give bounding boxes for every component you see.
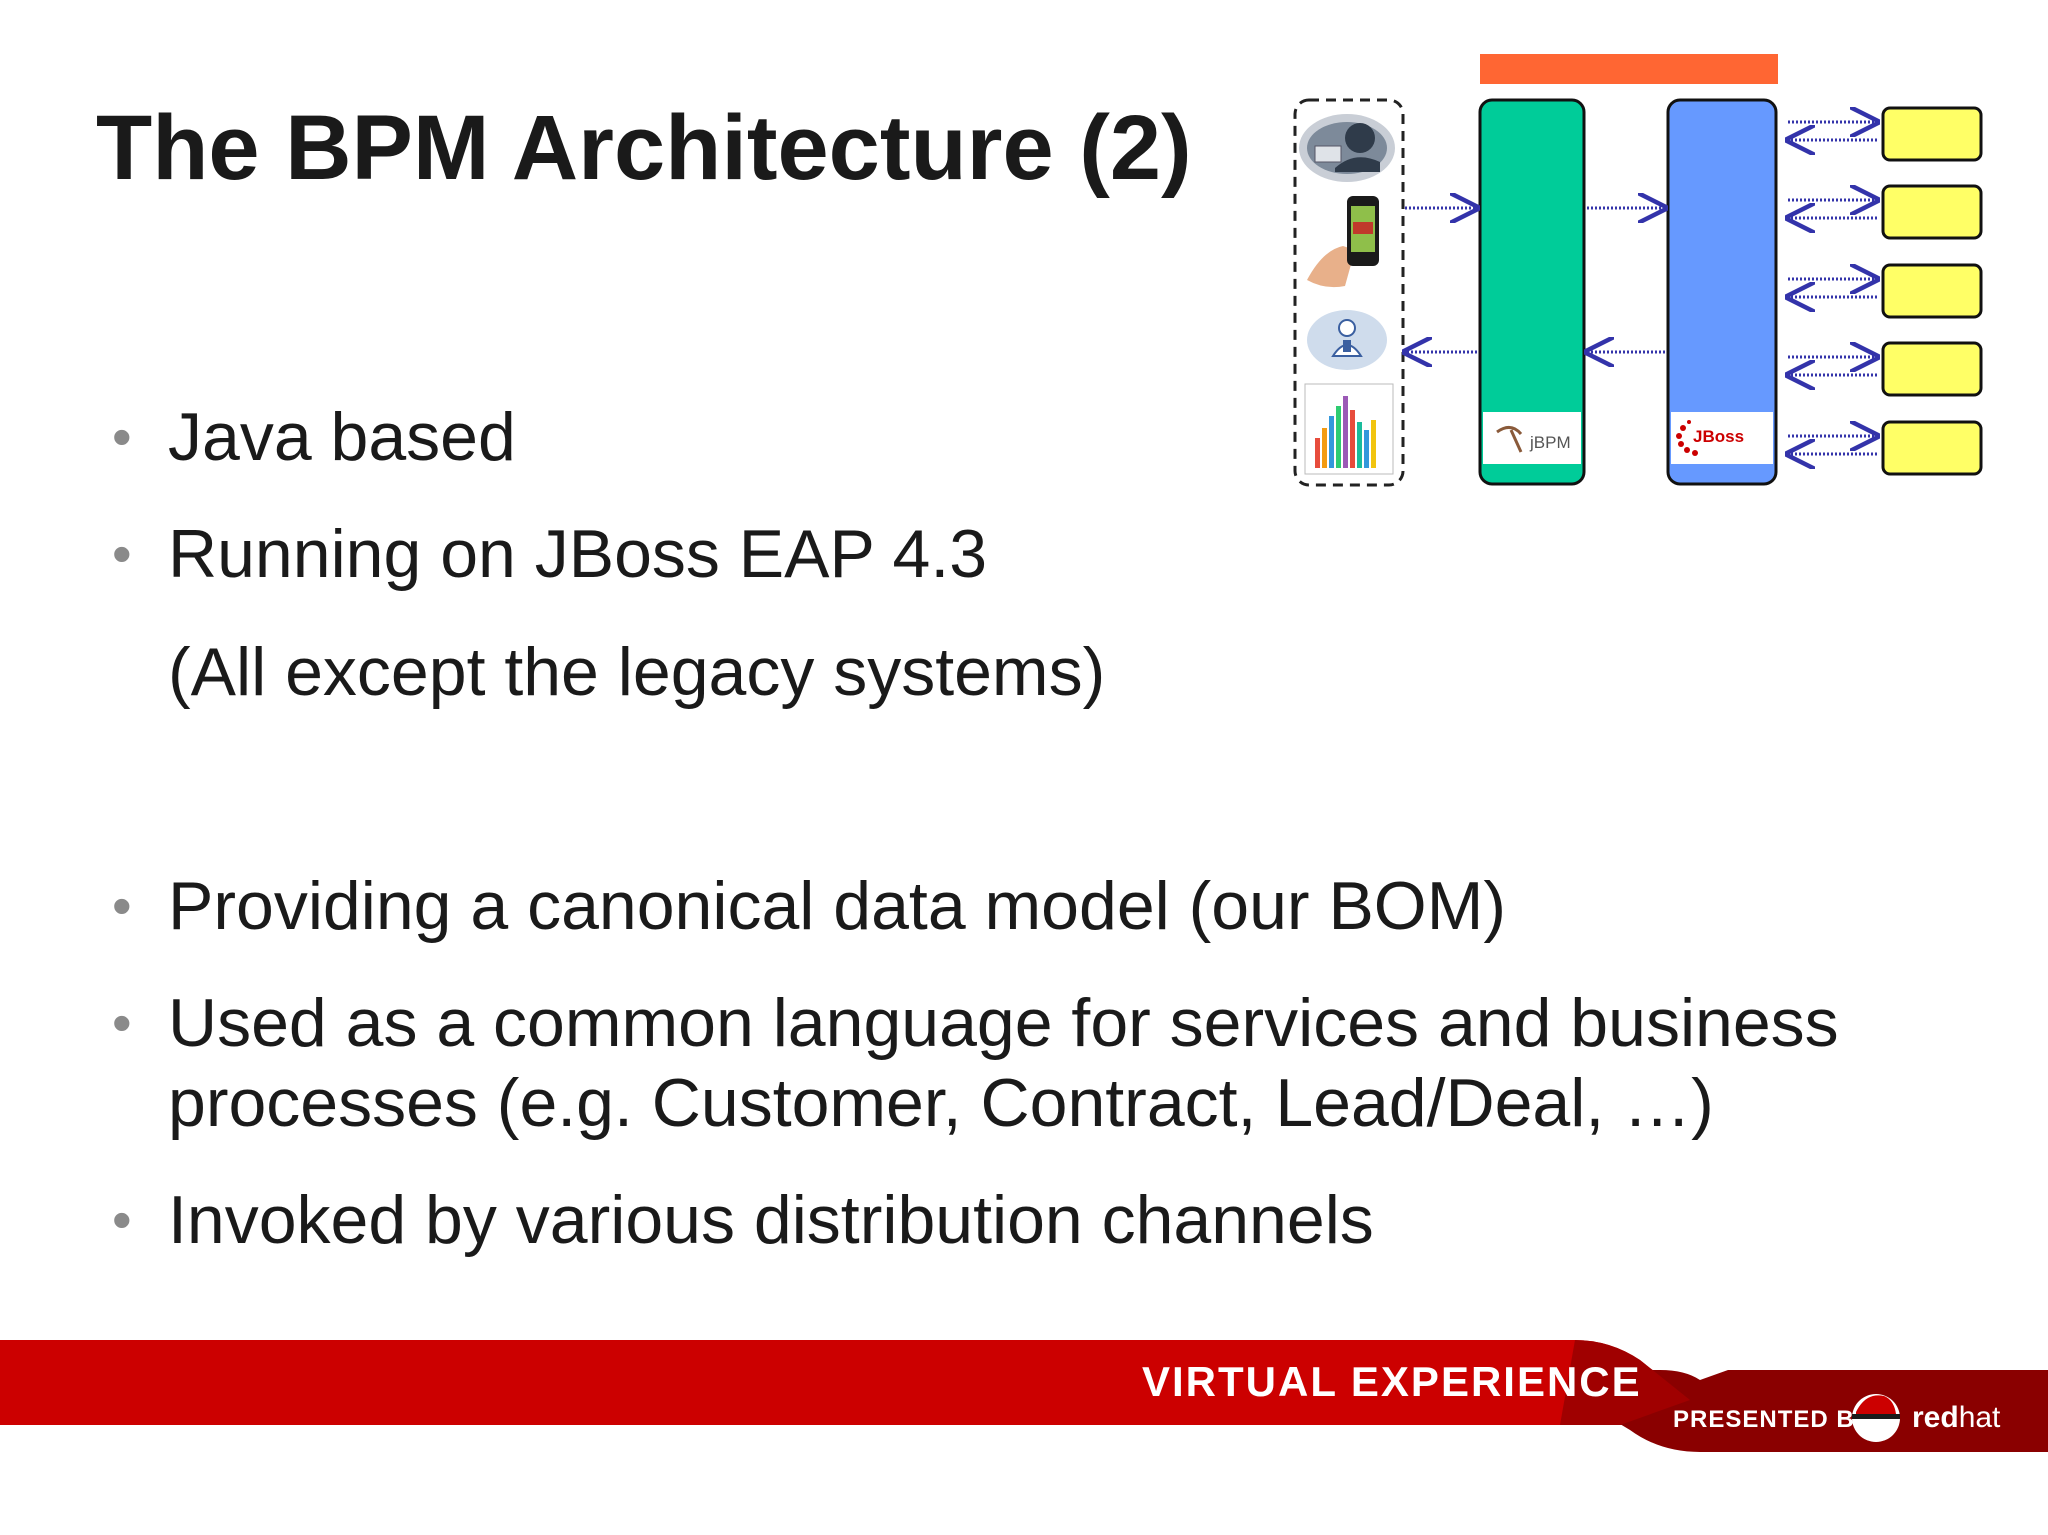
slide-title: The BPM Architecture (2) [96, 97, 1192, 199]
channel-group-box [1293, 98, 1405, 487]
bullet-dot-icon: • [112, 874, 132, 937]
bullet-item: • Java based [112, 397, 516, 477]
legacy-system-4 [1788, 341, 1983, 397]
redhat-red-text: red [1912, 1401, 1959, 1434]
call-center-icon [1299, 114, 1395, 182]
bullet-item: • Providing a canonical data model (our … [112, 866, 1506, 946]
bullet-dot-icon: • [112, 405, 132, 468]
jbpm-logo-icon [1496, 426, 1523, 453]
redhat-logo-text: redhat [1912, 1401, 2001, 1434]
architecture-diagram: jBPM JBoss [1285, 50, 1985, 490]
jboss-logo-icon [1676, 420, 1698, 456]
bullet-text: Providing a canonical data model (our BO… [168, 868, 1506, 944]
jboss-column [1666, 98, 1778, 486]
jbpm-column [1478, 98, 1586, 486]
orange-top-bar [1480, 54, 1778, 84]
bullet-continuation: (All except the legacy systems) [168, 632, 1105, 712]
jboss-label: JBoss [1693, 427, 1744, 446]
bullet-dot-icon: • [112, 991, 132, 1054]
bullet-item: • Invoked by various distribution channe… [112, 1180, 1374, 1260]
bullet-dot-icon: • [112, 1188, 132, 1251]
jbpm-label: jBPM [1529, 433, 1571, 452]
jbpm-logo-panel [1483, 412, 1581, 464]
bullet-item: • Used as a common language for services… [112, 983, 1839, 1063]
redhat-hat-text: hat [1959, 1401, 2001, 1434]
virtual-experience-label: VIRTUAL EXPERIENCE [1142, 1358, 1642, 1405]
bullet-text: Running on JBoss EAP 4.3 [168, 516, 988, 592]
bar-chart-report-icon [1304, 383, 1394, 475]
footer-band: VIRTUAL EXPERIENCE PRESENTED BY redhat [0, 1330, 2048, 1470]
user-person-icon [1307, 310, 1387, 370]
bullet-text: processes (e.g. Customer, Contract, Lead… [168, 1065, 1714, 1141]
presented-by-label: PRESENTED BY [1673, 1406, 1872, 1433]
redhat-shadowman-icon [1852, 1394, 1900, 1442]
bullet-text: Invoked by various distribution channels [168, 1182, 1374, 1258]
bullet-text: Used as a common language for services a… [168, 985, 1839, 1061]
bullet-text: (All except the legacy systems) [168, 634, 1106, 710]
legacy-system-5 [1788, 420, 1983, 476]
bullet-item: • Running on JBoss EAP 4.3 [112, 514, 988, 594]
bullet-text: Java based [168, 399, 516, 475]
bullet-dot-icon: • [112, 522, 132, 585]
legacy-system-1 [1788, 106, 1983, 162]
bullet-continuation: processes (e.g. Customer, Contract, Lead… [168, 1063, 1714, 1143]
mobile-phone-icon [1307, 196, 1379, 288]
legacy-system-2 [1788, 184, 1983, 240]
legacy-system-3 [1788, 263, 1983, 319]
